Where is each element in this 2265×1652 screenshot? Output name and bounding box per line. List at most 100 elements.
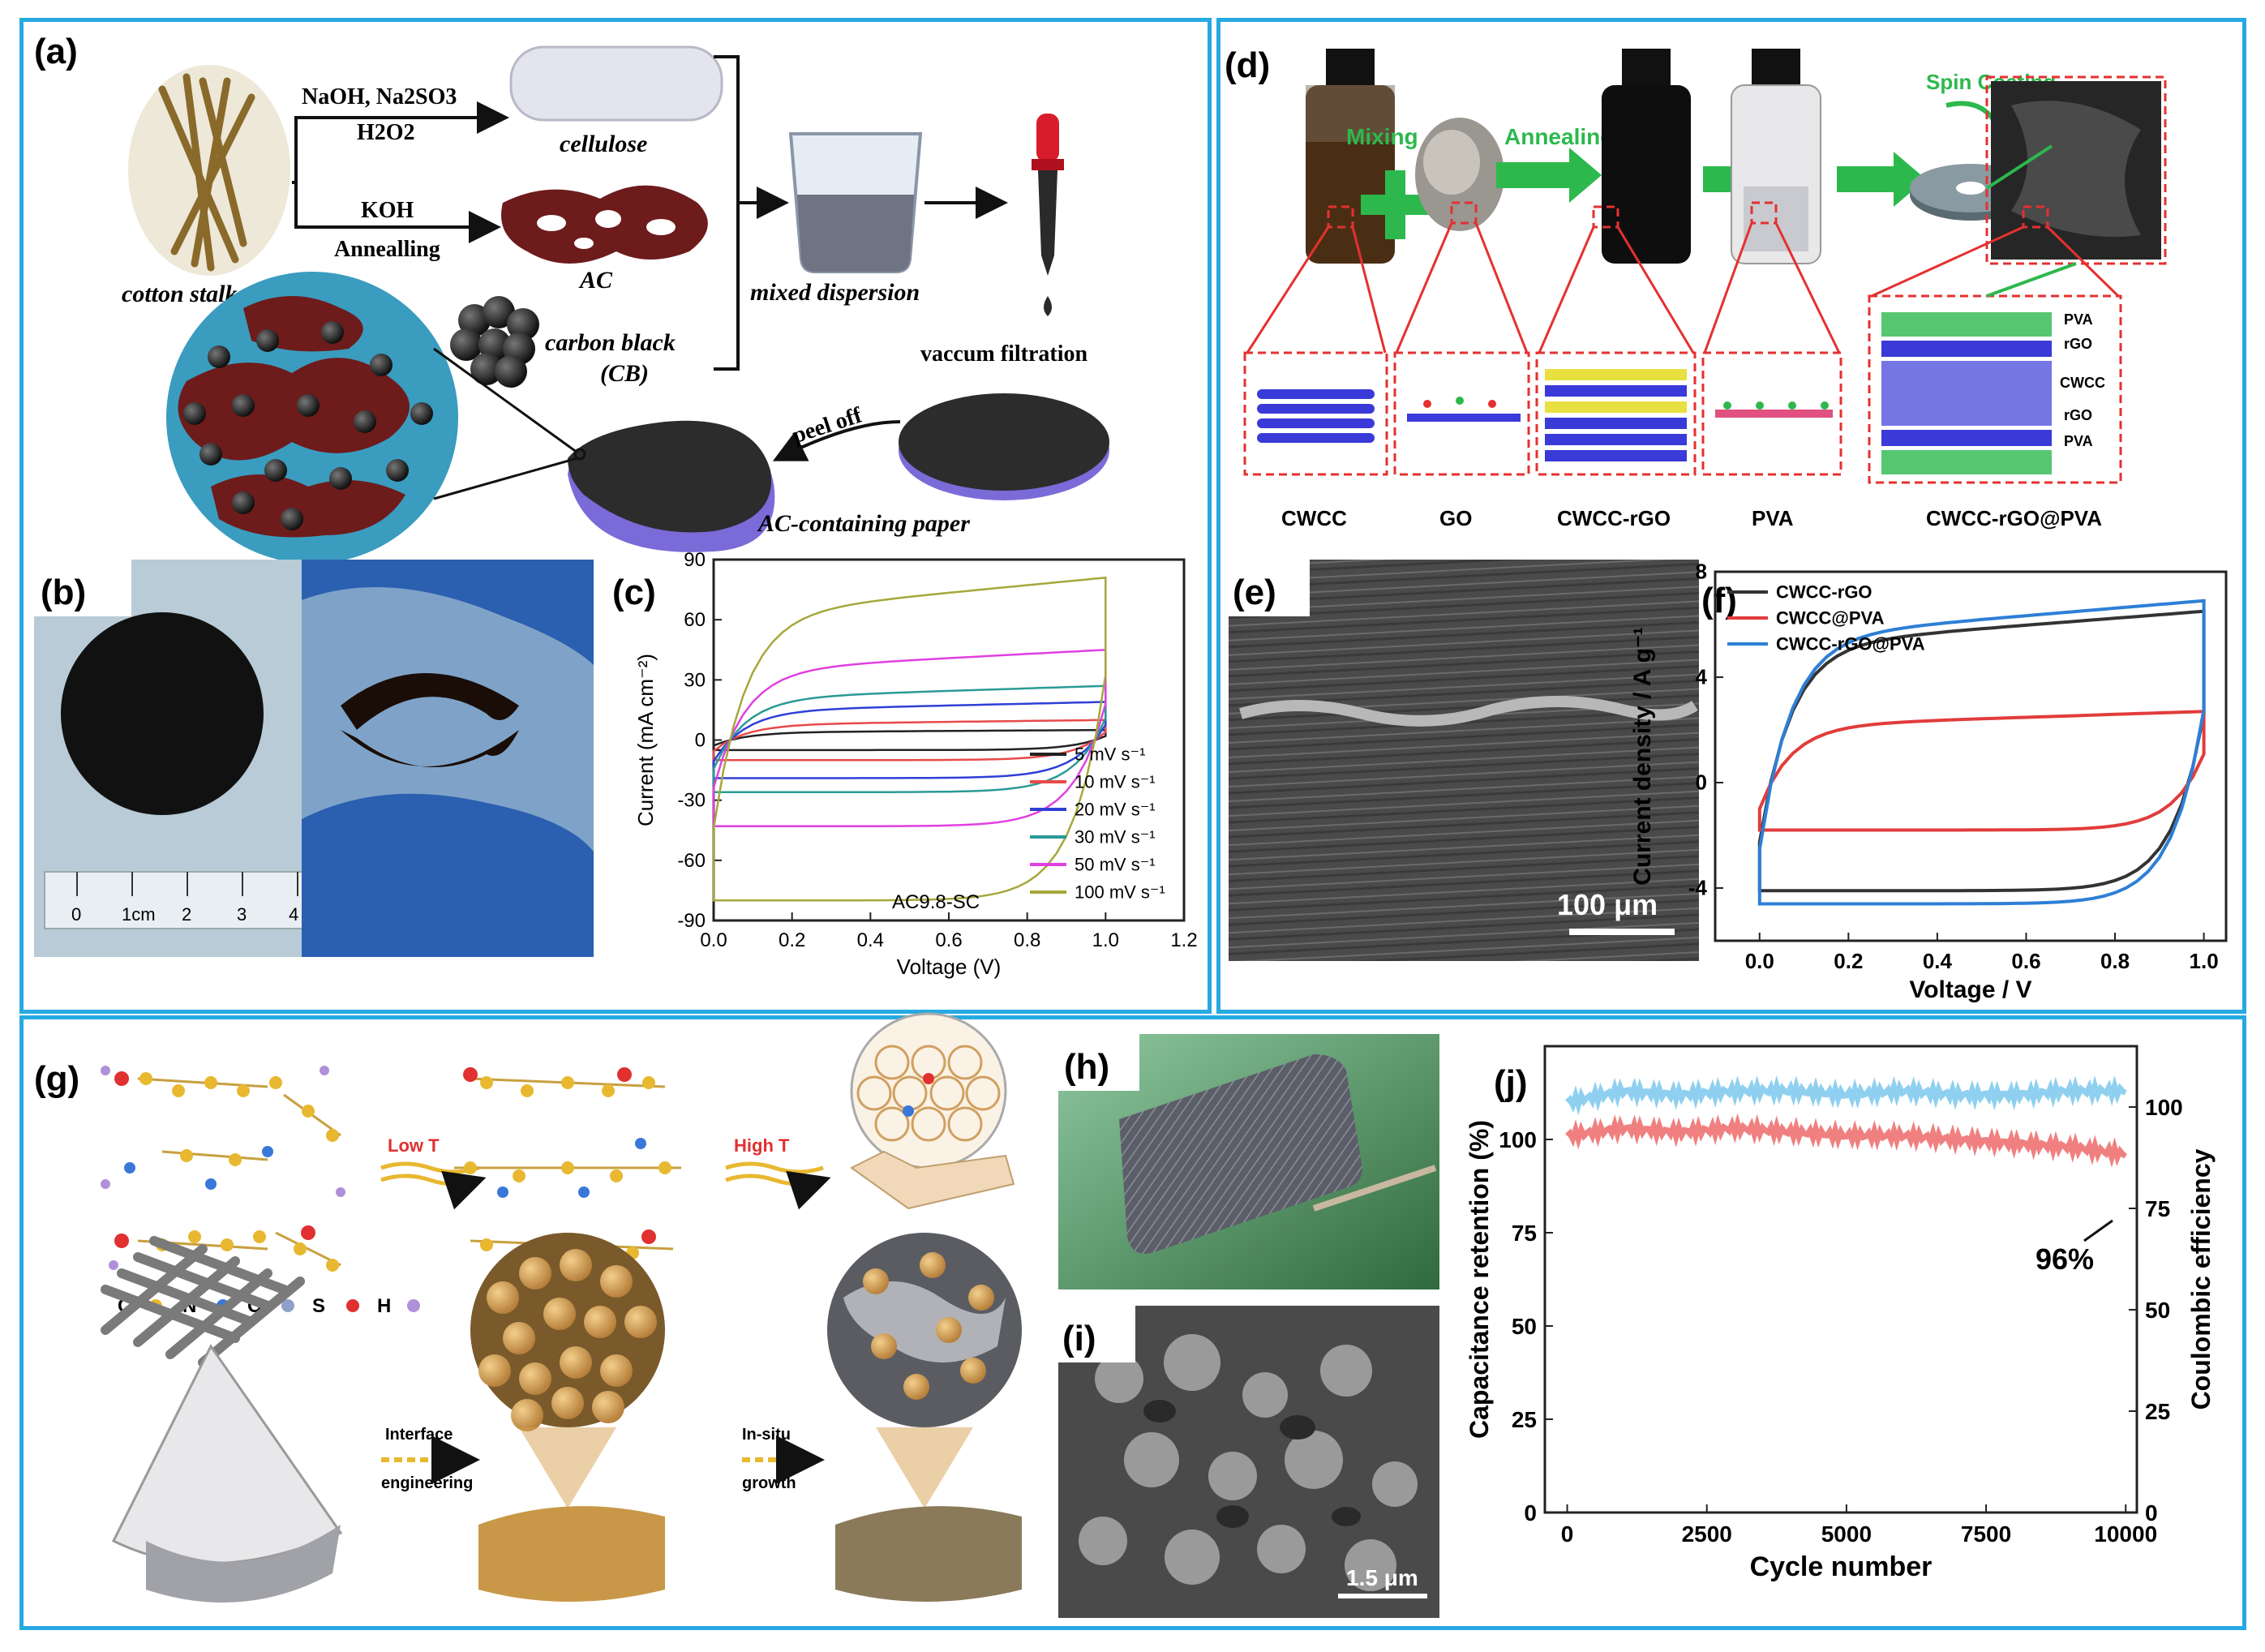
y-tick-label: 25: [1512, 1407, 1537, 1432]
y-tick-label: 100: [1499, 1127, 1537, 1152]
step-interface-2: engineering: [381, 1474, 473, 1492]
arrow-spin: [1837, 152, 1926, 207]
legend-label-2: 20 mV s⁻¹: [1075, 799, 1156, 819]
y2-axis-label-j: Coulombic efficiency: [2186, 1148, 2216, 1410]
paper-top: [568, 420, 772, 533]
y2-tick-label: 25: [2145, 1399, 2170, 1424]
woven-fabric: [101, 1236, 305, 1367]
y-tick-label: 4: [1696, 665, 1708, 689]
filtered-disk: [899, 393, 1109, 491]
zoom-boxes: [1243, 201, 2122, 484]
x-axis-label: Voltage (V): [897, 955, 1002, 979]
panel-e-label: (e): [1233, 573, 1276, 612]
step-interface-1: Interface: [385, 1426, 453, 1444]
y-tick-label: 0: [695, 730, 706, 752]
vacuum-label: vaccum filtration: [920, 341, 1087, 367]
legend-label-2: CWCC-rGO@PVA: [1776, 633, 1925, 654]
y-tick-label: 8: [1696, 560, 1707, 584]
carbon-black-image: [450, 296, 539, 388]
panel-f-label: (f): [1701, 581, 1737, 620]
arrow-to-cellulose: [292, 101, 509, 184]
x-tick-label: 0.0: [1745, 949, 1774, 973]
y-tick-label: -30: [677, 790, 706, 812]
molecules-middle: [454, 1067, 681, 1259]
x-tick-label: 0.6: [935, 929, 962, 951]
cv-curve-4: [712, 648, 1107, 828]
x-tick-label: 0.2: [1834, 949, 1863, 973]
cv-curve-2: [1757, 599, 2206, 906]
panel-d: (d) Mixing Annealing Spin Coating: [1225, 45, 2167, 530]
x-tick-label: 1.0: [1092, 929, 1119, 951]
y2-tick-label: 50: [2145, 1298, 2170, 1323]
cv-curve-3: [712, 684, 1107, 794]
molecule-cwcc: [1257, 389, 1375, 443]
x-tick-label: 0.8: [2100, 949, 2130, 973]
ruler-0: 0: [71, 904, 81, 925]
tweezers: [1312, 1165, 1437, 1212]
x-axis-label-j: Cycle number: [1750, 1551, 1933, 1582]
paper-label: AC-containing paper: [757, 510, 970, 537]
bent-paper-top: [341, 673, 519, 730]
panel-g-label: (g): [34, 1059, 79, 1099]
reagents-top-2: H2O2: [357, 120, 415, 145]
x-tick-label: 2500: [1682, 1521, 1732, 1547]
name-cwcc: CWCC: [1281, 506, 1347, 530]
x-tick-label: 0.0: [700, 929, 727, 951]
y2-tick-label: 100: [2145, 1095, 2183, 1120]
sem-image-e: [1229, 560, 1699, 961]
arrow-to-ac: [294, 182, 501, 243]
y-tick-label: 75: [1512, 1221, 1537, 1246]
x-tick-label: 1.2: [1170, 929, 1197, 951]
y-tick-label: 50: [1512, 1314, 1537, 1339]
legend-label-0: 5 mV s⁻¹: [1075, 744, 1145, 764]
y-tick-label: 30: [684, 669, 706, 691]
ac-label: AC: [578, 267, 613, 294]
step-insitu-1: In-situ: [742, 1426, 791, 1444]
beaker-liquid: [797, 195, 914, 272]
graphene-zoom: [850, 1012, 1007, 1169]
ac-paper-disk: [61, 612, 264, 815]
glove-bottom: [302, 793, 594, 957]
legend-label-0: CWCC-rGO: [1776, 581, 1872, 602]
plot-area-j: [1543, 1045, 2138, 1514]
x-tick-label: 0: [1561, 1521, 1574, 1547]
retention-annotation: 96%: [2035, 1242, 2094, 1276]
molecule-go: [1407, 397, 1521, 422]
carbon-black-label-2: (CB): [600, 360, 649, 387]
y-tick-label: -60: [677, 850, 706, 872]
layer-rgo-bottom: rGO: [2064, 407, 2092, 423]
coated-fiber: [478, 1506, 665, 1602]
panel-b-label: (b): [41, 573, 86, 612]
panel-b: 0 1cm 2 3 4 (b): [34, 560, 594, 957]
scale-bar-e: [1569, 929, 1675, 935]
x-tick-label: 0.4: [857, 929, 884, 951]
vial-cwcc-rgo: [1602, 49, 1691, 264]
legend-s: S: [312, 1295, 325, 1317]
x-tick-label: 0.2: [779, 929, 805, 951]
y-axis-label-j: Capacitance retention (%): [1465, 1120, 1494, 1439]
ruler-2: 2: [182, 904, 191, 925]
x-tick-label: 0.6: [2011, 949, 2040, 973]
carbon-black-label-1: carbon black: [545, 329, 676, 356]
y-axis-label: Current density / A g⁻¹: [1629, 627, 1656, 886]
molecule-cwcc-rgo: [1545, 369, 1687, 461]
x-tick-label: 1.0: [2190, 949, 2219, 973]
cv-curve-1: [712, 719, 1107, 762]
panel-h-label: (h): [1064, 1047, 1109, 1087]
reagent-annealling: Annealling: [334, 237, 440, 262]
carbon-black-particles: [183, 321, 433, 530]
x-tick-label: 0.4: [1923, 949, 1953, 973]
bracket: [714, 55, 740, 371]
step-insitu-2: growth: [742, 1474, 796, 1492]
legend-label-4: 50 mV s⁻¹: [1075, 854, 1156, 874]
legend-label-5: 100 mV s⁻¹: [1075, 882, 1165, 902]
fiber-ridge: [1239, 696, 1698, 727]
ruler-3: 3: [237, 904, 247, 925]
cellulose-image: [509, 45, 723, 122]
y2-tick-label: 0: [2145, 1500, 2158, 1525]
plot-area: [1714, 570, 2228, 942]
